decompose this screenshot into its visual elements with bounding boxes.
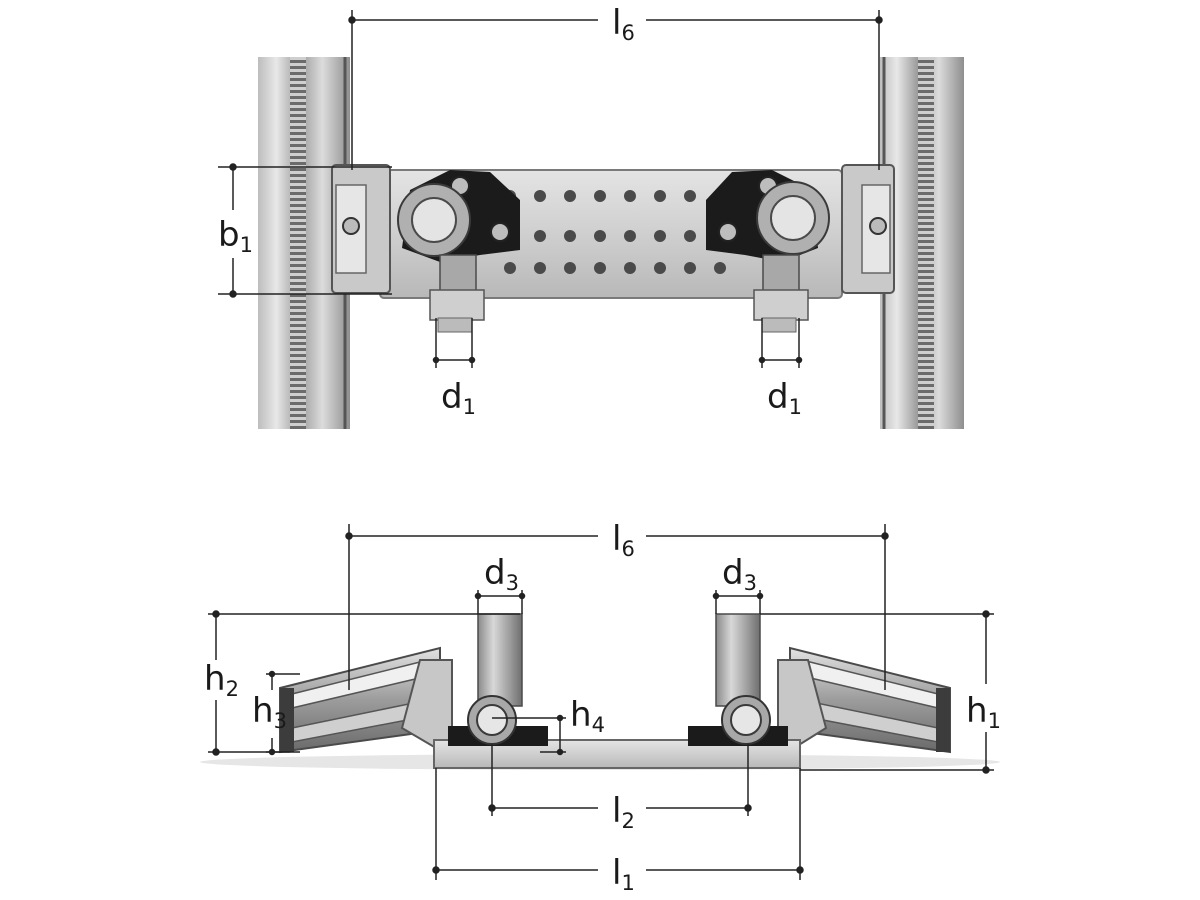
plate-hole	[594, 190, 606, 202]
dimension-d1-left	[432, 318, 476, 368]
plate-hole	[564, 190, 576, 202]
label-d1-right: d1	[767, 377, 802, 419]
dimension-l1	[432, 768, 804, 880]
label-d3-left: d3	[484, 553, 519, 595]
dimension-l6-side	[345, 524, 889, 690]
right-wall-fitting	[706, 170, 830, 333]
plate-hole	[534, 230, 546, 242]
plate-hole	[714, 262, 726, 274]
plate-hole	[534, 190, 546, 202]
plate-hole	[624, 262, 636, 274]
right-clamp	[841, 164, 895, 294]
plate-hole	[594, 230, 606, 242]
dimension-b1	[218, 163, 392, 298]
plate-hole	[684, 230, 696, 242]
dimension-l6-top	[348, 10, 883, 170]
plate-hole	[624, 190, 636, 202]
right-pipe	[688, 613, 788, 746]
label-l1: l1	[612, 853, 635, 895]
label-h3: h3	[252, 691, 287, 733]
plate-hole	[594, 262, 606, 274]
plate-hole	[564, 262, 576, 274]
plate-hole	[564, 230, 576, 242]
side-view: l6 d3 d3	[200, 519, 1001, 895]
plate-hole	[534, 262, 546, 274]
right-side-rail	[789, 646, 951, 754]
dimension-h1	[760, 610, 994, 774]
label-h1: h1	[966, 691, 1001, 733]
label-h4: h4	[570, 695, 605, 737]
plate-hole	[684, 262, 696, 274]
label-b1: b1	[218, 215, 253, 257]
plate-hole	[654, 262, 666, 274]
left-side-rail	[279, 646, 441, 754]
label-h2: h2	[204, 659, 239, 701]
plate-hole	[654, 190, 666, 202]
dimension-d3-left	[474, 590, 526, 614]
label-d1-left: d1	[441, 377, 476, 419]
dimension-d3-right	[712, 590, 764, 614]
dimension-d1-right	[758, 318, 803, 368]
label-l6-side: l6	[612, 519, 635, 561]
left-pipe	[448, 613, 548, 746]
top-view: l6 b1 d1	[218, 3, 964, 429]
label-d3-right: d3	[722, 553, 757, 595]
dimension-h4	[492, 714, 566, 756]
dimension-h3	[266, 670, 300, 756]
plate-hole	[654, 230, 666, 242]
label-l2: l2	[612, 791, 635, 833]
left-clamp	[331, 164, 391, 294]
plate-hole	[504, 262, 516, 274]
plate-hole	[684, 190, 696, 202]
dimension-l2	[488, 744, 752, 816]
left-wall-fitting	[397, 170, 520, 333]
plate-hole	[624, 230, 636, 242]
label-l6-top: l6	[612, 3, 635, 45]
